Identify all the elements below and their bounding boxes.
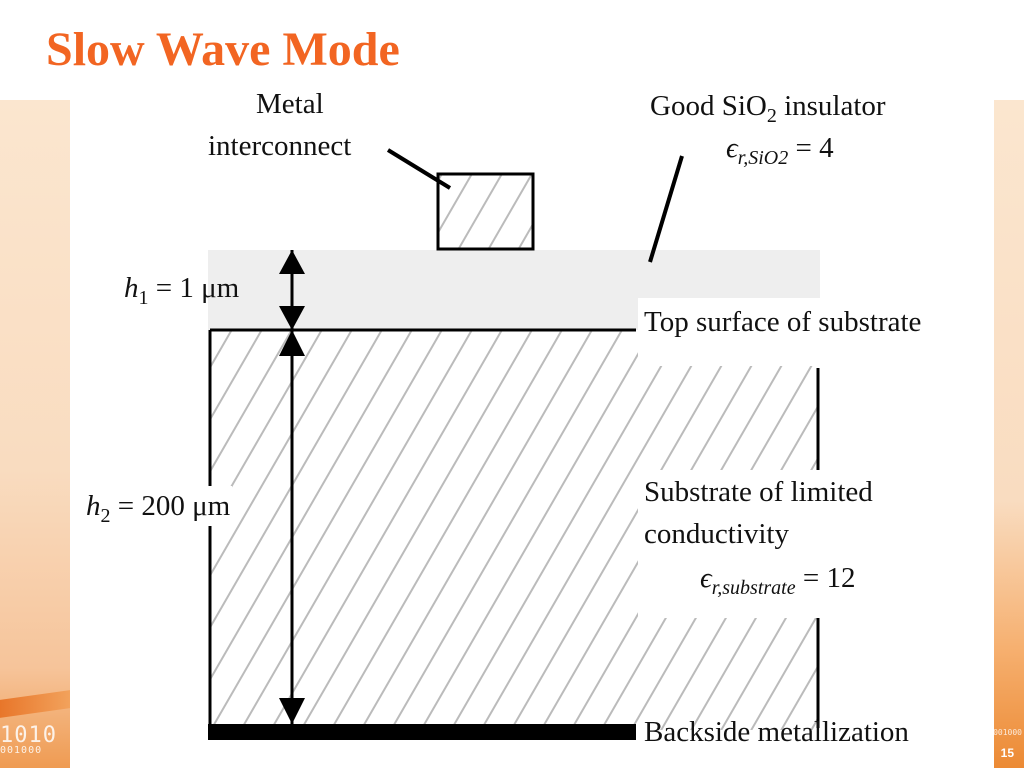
substrate-label-line1: Substrate of limited [644,476,873,508]
top-surface-label: Top surface of substrate [644,306,922,338]
slide-page-number: 15 [1000,746,1014,760]
backside-metallization-plate [208,724,636,740]
background-swoosh [0,690,70,718]
oxide-leader-line [648,155,684,263]
metal-label-line2: interconnect [208,130,352,162]
h2-arrow-down [279,698,305,724]
metal-label-line1: Metal [256,88,324,120]
background-binary-digits: 1010 001000 [0,723,57,756]
cross-section-drawing [70,88,994,768]
oxide-label: Good SiO2 insulator [650,90,886,127]
substrate-label-bg [638,470,842,618]
background-binary-digits-right: 001000 [993,728,1022,737]
h1-arrow-down [279,306,305,330]
h2-label: h2 = 200 μm [84,486,233,526]
backside-metallization-label: Backside metallization [644,716,909,748]
h2-arrow-up [279,330,305,356]
background-decoration-right: 001000 [993,100,1024,768]
slide-title: Slow Wave Mode [46,23,400,76]
h1-arrow-up [279,250,305,274]
background-decoration-left: 1010 001000 [0,100,70,768]
metal-leader-line [386,148,452,190]
metal-interconnect-block [436,172,535,251]
top-surface-label-bg [638,298,990,366]
slow-wave-cross-section-figure: Metal interconnect Good SiO2 insulator ϵ… [70,88,994,768]
substrate-permittivity: ϵr,substrate = 12 [700,562,856,599]
h1-label: h1 = 1 μm [124,272,240,309]
substrate-label-line2: conductivity [644,518,789,550]
oxide-permittivity: ϵr,SiO2 = 4 [726,132,834,169]
